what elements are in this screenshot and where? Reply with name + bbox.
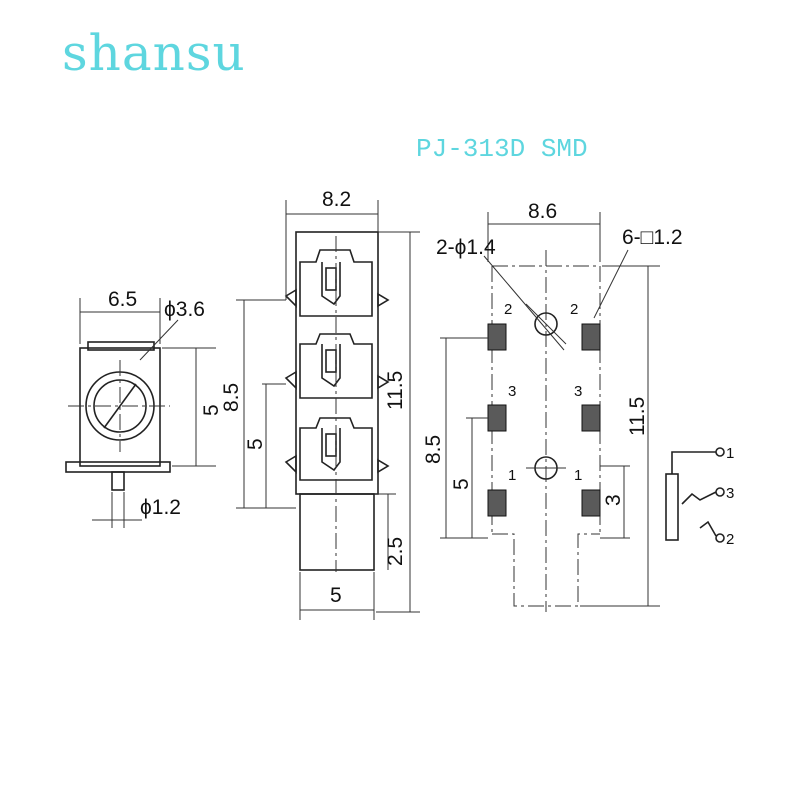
pad-label-right-3: 3: [574, 383, 582, 400]
side-base: [65, 461, 171, 473]
schematic-wire-1: [671, 451, 716, 474]
fp-dim-pads: 6-□1.2: [622, 226, 683, 249]
schematic-terminal-3: [715, 487, 725, 497]
top-contact-1: [284, 249, 390, 317]
schematic-wire-2: [699, 520, 717, 537]
pad-right-3: [581, 404, 601, 432]
pad-right-1: [581, 489, 601, 517]
pad-label-right-1: 1: [574, 467, 582, 484]
top-dim-neck-w: 5: [330, 584, 342, 607]
pad-label-right-2: 2: [570, 301, 578, 318]
top-body: [295, 231, 379, 495]
side-dim-width: 6.5: [108, 288, 137, 311]
pad-right-2: [581, 323, 601, 351]
side-dim-height: 5: [200, 404, 223, 416]
schematic-symbol: 1 3 2: [665, 445, 734, 548]
schematic-pin-2: 2: [726, 531, 734, 548]
footprint-hole-top: [534, 312, 558, 336]
fp-dim-total: 11.5: [626, 397, 649, 436]
top-dim-width: 8.2: [322, 188, 351, 211]
fp-holes-leader: [483, 255, 565, 351]
top-contact-2: [284, 333, 390, 399]
side-view: 6.5 ϕ3.6 5 ϕ1.2: [65, 288, 223, 528]
schematic-terminal-1: [715, 447, 725, 457]
pad-left-2: [487, 323, 507, 351]
top-dim-mid: 5: [244, 438, 267, 450]
fp-dim-width: 8.6: [528, 200, 557, 223]
fp-dim-mid: 5: [450, 478, 473, 490]
model-number: PJ-313D SMD: [416, 134, 588, 164]
top-dim-total: 11.5: [384, 371, 407, 410]
side-bore-diagonal: [103, 383, 137, 429]
side-bore-leader: [139, 319, 179, 361]
side-top-lip: [87, 341, 155, 351]
pad-label-left-2: 2: [504, 301, 512, 318]
schematic-sleeve: [665, 473, 679, 541]
side-pin: [111, 471, 125, 491]
pad-left-1: [487, 489, 507, 517]
brand-name: shansu: [62, 24, 246, 82]
side-body: [79, 347, 161, 467]
footprint-view: 2 3 1 2 3 1 8.6 2-ϕ1.4 6-□1.2 11.5 8.5 5…: [422, 200, 683, 612]
fp-dim-pitch: 8.5: [422, 435, 445, 464]
schematic-terminal-2: [715, 533, 725, 543]
top-view: 8.2 11.5 2.5 8.5 5 5: [220, 188, 420, 620]
fp-dim-small: 3: [602, 494, 625, 506]
fp-pads-leader: [593, 249, 629, 319]
pad-label-left-1: 1: [508, 467, 516, 484]
fp-dim-holes: 2-ϕ1.4: [436, 236, 496, 259]
pad-label-left-3: 3: [508, 383, 516, 400]
side-dim-bore: ϕ3.6: [164, 298, 205, 321]
schematic-pin-1: 1: [726, 445, 734, 462]
top-neck: [299, 493, 375, 571]
top-dim-neck-len: 2.5: [384, 537, 407, 566]
schematic-pin-3: 3: [726, 485, 734, 502]
side-dim-pin: ϕ1.2: [140, 496, 181, 519]
schematic-wire-3: [681, 491, 717, 505]
footprint-hole-cross: [525, 303, 567, 345]
top-dim-pitch: 8.5: [220, 383, 243, 412]
pad-left-3: [487, 404, 507, 432]
top-contact-3: [284, 417, 390, 481]
